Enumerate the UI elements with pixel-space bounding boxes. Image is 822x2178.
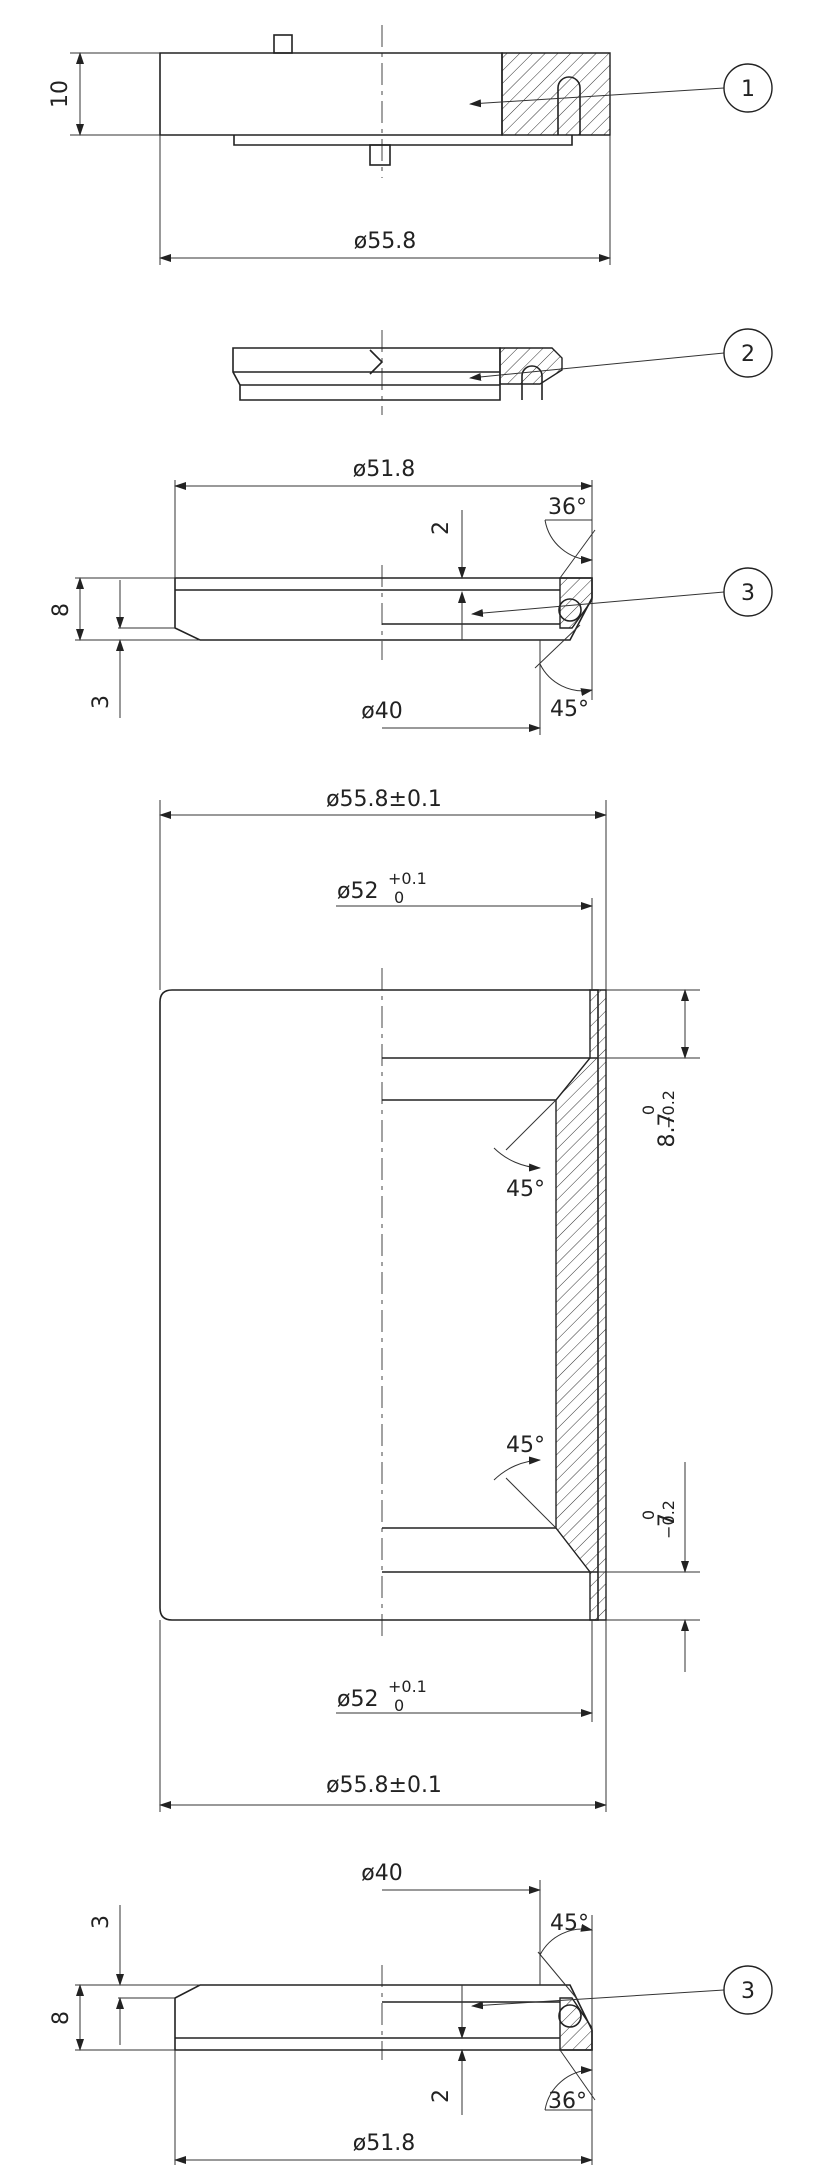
depth-top-tol-lower: −0.2 [659,1090,678,1129]
depth-bottom-label: 7 [655,1513,680,1527]
cup-step [233,135,573,146]
gap-label: 2 [429,521,454,535]
depth-bottom-tol-lower: −0.2 [659,1500,678,1539]
bearing-section-hatch [559,577,593,629]
view-bearing-top: ø51.8 36° 2 8 3 ø40 45° 3 [49,457,773,735]
inner-dia-bottom-label: ø52 [337,1687,378,1712]
depth-top-label: 8.7 [655,1113,680,1148]
angle-lower-label: 45° [506,1433,545,1458]
balloon [723,328,773,378]
inner-dia-label: ø40 [361,1861,402,1886]
leader-line [471,1989,725,2010]
cup-section-hatch [501,52,611,136]
cup-wall-hatch [555,989,607,1621]
bearing-section-hatch [559,1997,593,2051]
leader-line [469,87,725,108]
angle-top-label: 45° [550,1911,589,1936]
bearing-ball [558,2004,582,2028]
view-bearing-bottom: ø40 45° 3 8 2 36° ø51.8 3 [49,1861,773,2165]
balloon-number: 3 [741,581,755,606]
balloon [723,1965,773,2015]
angle-bottom-label: 45° [550,697,589,722]
outer-dia-label: ø51.8 [353,457,415,482]
height-label: 8 [49,603,74,617]
ring-slot [521,365,543,400]
cup-outline [159,989,599,1621]
chamfer-label: 3 [89,695,114,709]
inner-tol-top-upper: +0.1 [388,869,427,888]
inner-tol-bottom-upper: +0.1 [388,1677,427,1696]
angle-bottom-label: 36° [548,2089,587,2114]
inner-tol-top-lower: 0 [394,888,404,907]
inner-dia-label: ø40 [361,699,402,724]
outer-dia-top-label: ø55.8±0.1 [326,787,442,812]
bottom-pin [369,144,391,166]
balloon-number: 3 [741,1979,755,2004]
bearing-body [174,1984,593,2051]
balloon [723,63,773,113]
cup-body [159,52,503,136]
height-label: 8 [49,2011,74,2025]
inner-dia-top-label: ø52 [337,879,378,904]
height-dim-label: 10 [48,80,73,108]
ring-body [232,347,501,401]
gap-label: 2 [429,2089,454,2103]
inner-tol-bottom-lower: 0 [394,1696,404,1715]
cup-slot [557,76,581,135]
balloon-number: 1 [741,77,755,102]
leader-line [469,352,725,381]
view-ring: 2 [232,328,773,415]
depth-bottom-tol-upper: 0 [639,1510,658,1520]
outer-dia-bottom-label: ø55.8±0.1 [326,1773,442,1798]
top-pin [273,34,293,54]
chamfer-label: 3 [89,1915,114,1929]
diameter-dim-label: ø55.8 [354,229,416,254]
outer-dia-label: ø51.8 [353,2131,415,2156]
leader-line [471,591,725,618]
view-cup-section: ø55.8±0.1 ø52 +0.1 0 8.7 0 −0.2 45° 45° … [159,787,700,1812]
view-top-cup: 10 ø55.8 1 [48,25,773,265]
balloon-number: 2 [741,342,755,367]
depth-top-tol-upper: 0 [639,1105,658,1115]
angle-upper-label: 45° [506,1177,545,1202]
balloon [723,567,773,617]
angle-top-label: 36° [548,495,587,520]
bearing-ball [558,598,582,622]
